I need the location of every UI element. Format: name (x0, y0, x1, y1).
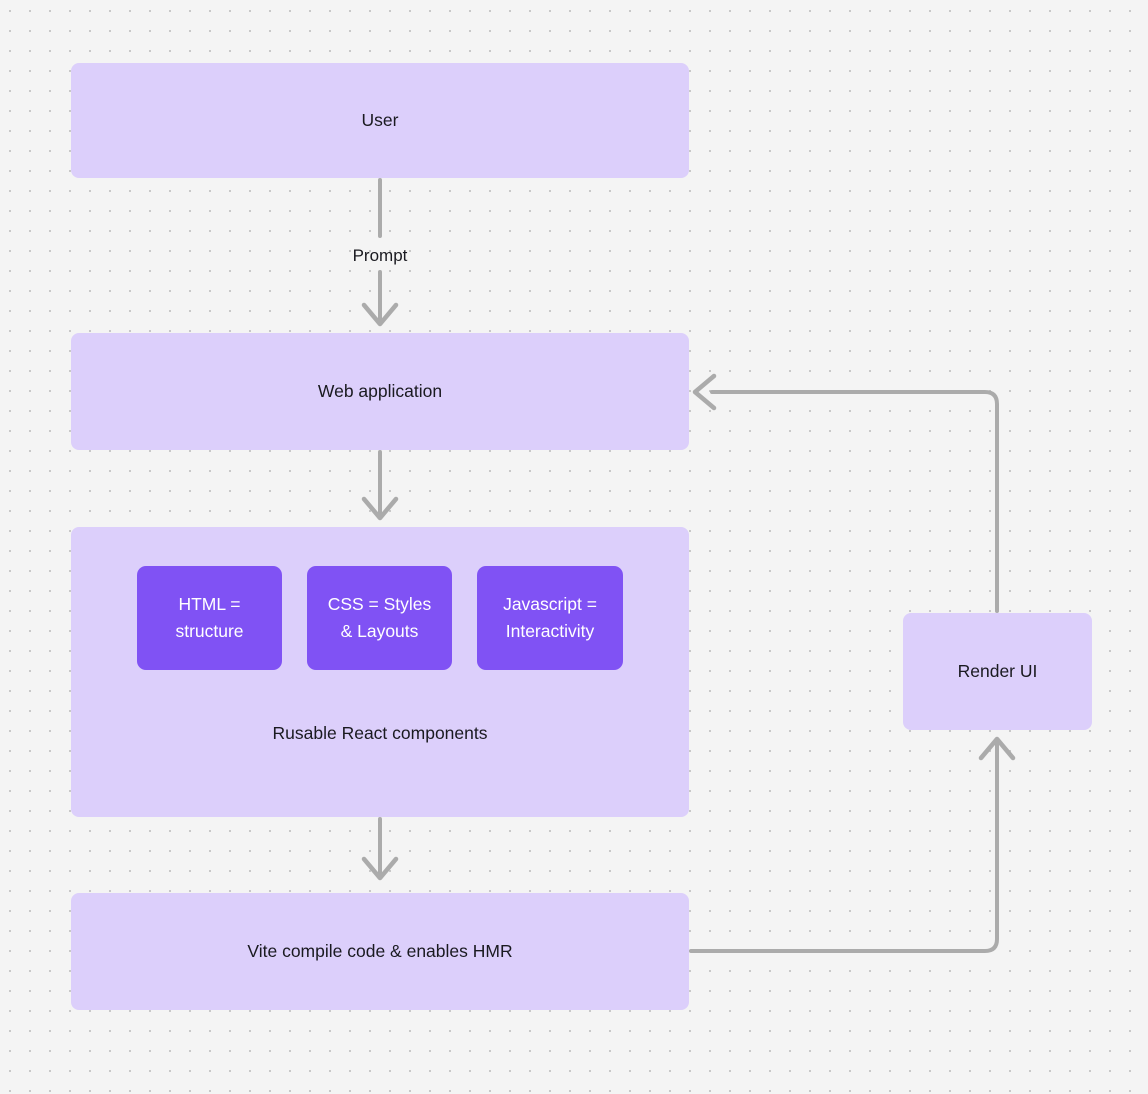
node-html-label-line1: HTML = (178, 593, 241, 614)
node-render-ui-label: Render UI (957, 660, 1038, 681)
edge-label-prompt: Prompt (352, 246, 408, 265)
node-vite-label: Vite compile code & enables HMR (247, 940, 513, 961)
node-html[interactable]: HTML = structure (137, 566, 282, 670)
edge-vite-to-render (689, 736, 1016, 953)
node-css-label-line2: & Layouts (340, 621, 419, 641)
node-vite[interactable]: Vite compile code & enables HMR (71, 893, 689, 1010)
node-javascript[interactable]: Javascript = Interactivity (477, 566, 623, 670)
node-javascript-label-line1: Javascript = (503, 593, 597, 614)
node-render-ui[interactable]: Render UI (903, 613, 1092, 730)
node-web-application[interactable]: Web application (71, 333, 689, 450)
node-web-application-label: Web application (317, 380, 443, 401)
edge-webapp-to-components (361, 450, 399, 521)
edge-render-to-webapp (692, 373, 999, 613)
node-html-label-line2: structure (175, 621, 244, 641)
node-user[interactable]: User (71, 63, 689, 178)
node-css[interactable]: CSS = Styles & Layouts (307, 566, 452, 670)
node-javascript-label-line2: Interactivity (505, 621, 595, 641)
edge-components-to-vite (361, 817, 399, 881)
node-css-label-line1: CSS = Styles (327, 593, 432, 614)
node-user-label: User (361, 109, 399, 130)
node-reusable-react-components-label: Rusable React components (272, 723, 488, 743)
